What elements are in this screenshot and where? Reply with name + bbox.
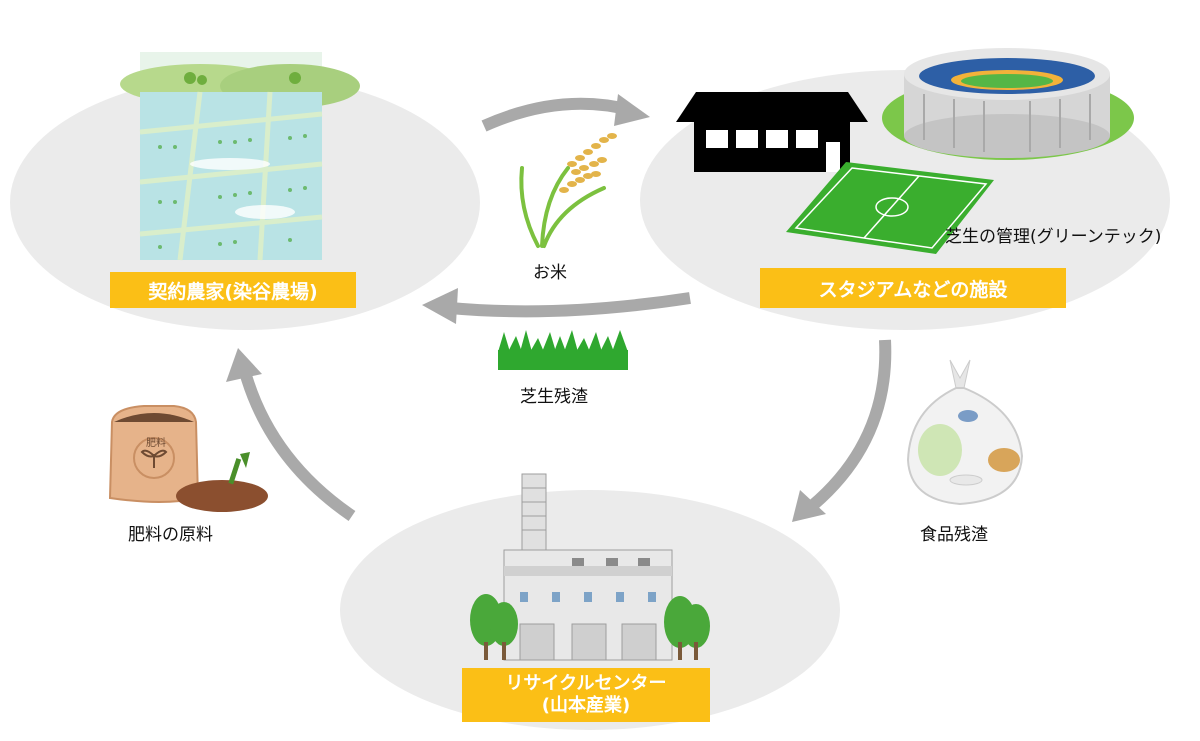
arrow-turf-residue — [449, 292, 691, 318]
arrow-food-residue-head — [792, 490, 826, 522]
fertilizer-caption: 肥料の原料 — [128, 525, 213, 545]
arrow-rice — [481, 97, 632, 132]
tree-icon — [184, 72, 196, 84]
grass-icon — [498, 330, 628, 370]
farm-label-text: 契約農家(染谷農場) — [148, 280, 318, 303]
recycle-label-line1: リサイクルセンター — [505, 673, 667, 694]
food-residue-caption: 食品残渣 — [920, 525, 988, 545]
stadium-label-text: スタジアムなどの施設 — [818, 278, 1008, 301]
stadium-label: スタジアムなどの施設 — [760, 268, 1066, 308]
rice-caption: お米 — [533, 263, 567, 283]
arrow-turf-residue-head — [422, 288, 458, 324]
rice-plant-icon — [519, 133, 617, 248]
fertilizer-bag-text: 肥料 — [146, 436, 166, 449]
turf-management-note: 芝生の管理(グリーンテック) — [945, 227, 1162, 247]
arrow-food-residue — [808, 339, 892, 511]
arrow-fertilizer — [239, 370, 356, 521]
stadium-icon — [882, 48, 1134, 160]
food-waste-bag-icon — [906, 359, 1024, 506]
arrow-rice-head — [614, 94, 650, 126]
turf-residue-caption: 芝生残渣 — [520, 387, 588, 407]
recycle-label-line2: (山本産業) — [541, 695, 631, 716]
recycle-label: リサイクルセンター (山本産業) — [462, 668, 710, 722]
fertilizer-bag-icon: 肥料 — [108, 405, 268, 512]
building-icon — [676, 92, 868, 172]
arrow-fertilizer-head — [226, 348, 262, 382]
farm-label: 契約農家(染谷農場) — [110, 272, 356, 308]
rice-field-image — [120, 52, 360, 261]
factory-icon — [470, 473, 710, 661]
soccer-field-icon — [786, 162, 994, 254]
